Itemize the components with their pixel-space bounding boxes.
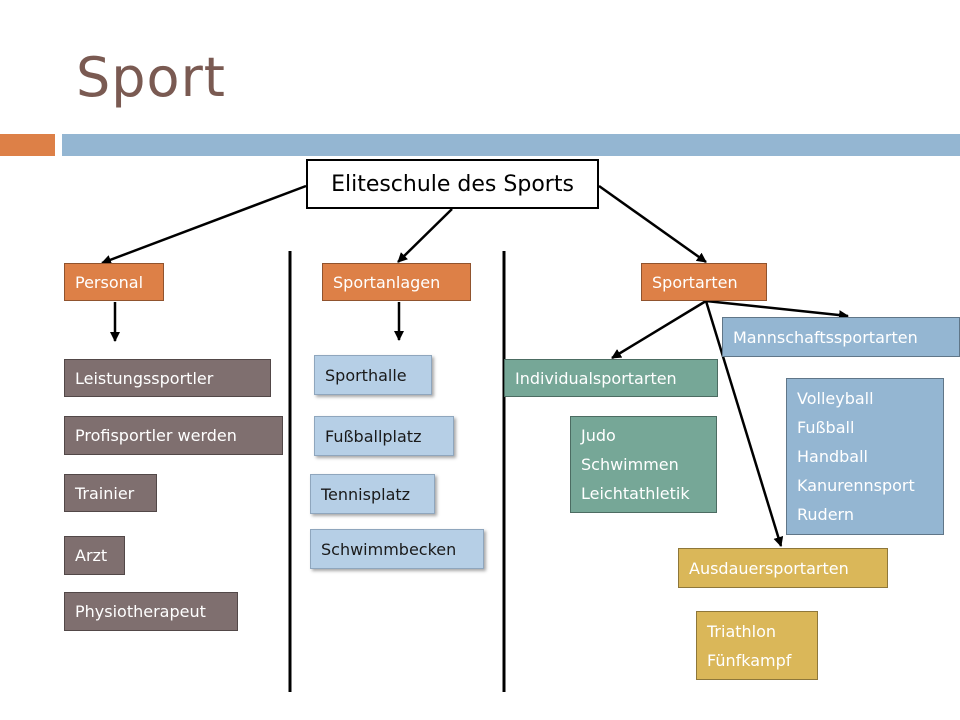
sportanlagen-item-1: Sporthalle	[314, 355, 432, 395]
mannschaft-item-2: Fußball	[797, 418, 855, 437]
page-title: Sport	[76, 46, 226, 109]
node-mannschaftssportarten: Mannschaftssportarten	[722, 317, 960, 357]
individual-item-1: Judo	[581, 426, 616, 445]
root-node: Eliteschule des Sports	[306, 159, 599, 209]
arrow-sportarten-to-individual	[611, 299, 707, 360]
personal-item-4: Arzt	[64, 536, 125, 575]
ausdauer-item-2: Fünfkampf	[707, 650, 792, 670]
accent-bar-orange	[0, 134, 55, 156]
mannschaft-item-4: Kanurennsport	[797, 476, 915, 495]
individual-item-3: Leichtathletik	[581, 484, 690, 503]
node-personal: Personal	[64, 263, 164, 301]
mannschaft-item-5: Rudern	[797, 505, 854, 524]
mannschaft-item-3: Handball	[797, 447, 868, 466]
personal-item-2: Profisportler werden	[64, 416, 283, 455]
accent-bar-blue	[62, 134, 960, 156]
personal-item-5: Physiotherapeut	[64, 592, 238, 631]
arrow-root-to-personal	[101, 184, 307, 265]
sportanlagen-item-2: Fußballplatz	[314, 416, 454, 456]
node-sportarten: Sportarten	[641, 263, 767, 301]
arrow-root-to-sportarten	[598, 184, 707, 264]
mannschaft-item-1: Volleyball	[797, 389, 874, 408]
individual-list: Judo Schwimmen Leichtathletik	[570, 416, 717, 513]
personal-item-3: Trainier	[64, 474, 157, 512]
arrow-sportarten-to-ausdauer	[704, 300, 784, 547]
ausdauer-list: Triathlon Fünfkampf	[696, 611, 818, 680]
individual-item-2: Schwimmen	[581, 455, 679, 474]
sportanlagen-item-4: Schwimmbecken	[310, 529, 484, 569]
node-individualsportarten: Individualsportarten	[504, 359, 718, 397]
personal-item-1: Leistungssportler	[64, 359, 271, 397]
mannschaft-list: Volleyball Fußball Handball Kanurennspor…	[786, 378, 944, 535]
ausdauer-item-1: Triathlon	[707, 621, 777, 641]
arrow-sportarten-to-mannschaft	[705, 299, 849, 321]
arrow-root-to-sportanlagen	[397, 208, 453, 263]
sportanlagen-item-3: Tennisplatz	[310, 474, 435, 514]
node-sportanlagen: Sportanlagen	[322, 263, 471, 301]
node-ausdauersportarten: Ausdauersportarten	[678, 548, 888, 588]
